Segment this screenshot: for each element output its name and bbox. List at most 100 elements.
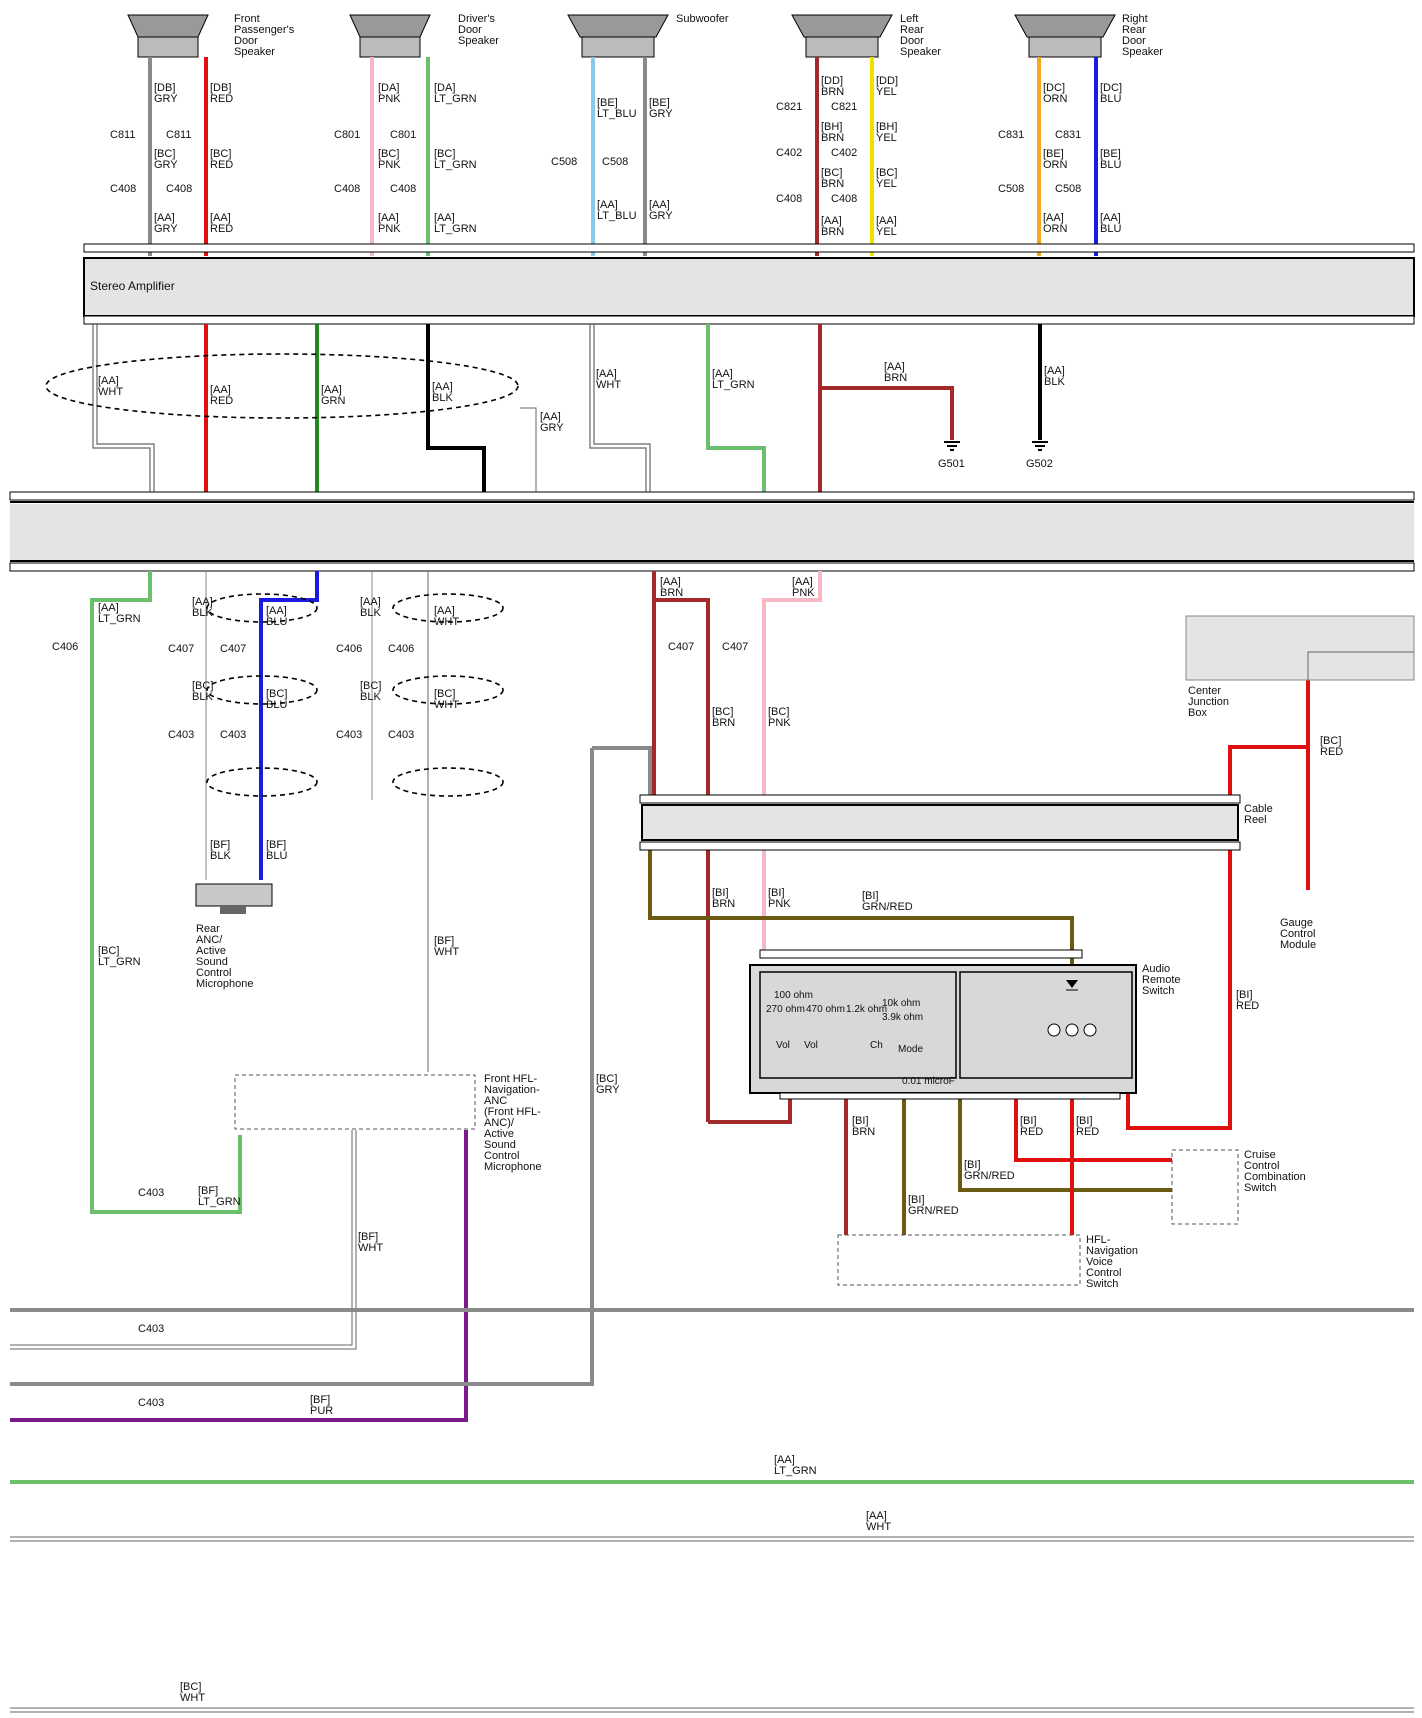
- label: [BC]BRN: [821, 167, 844, 190]
- ground-icon: [944, 441, 960, 451]
- speaker-wires: [148, 57, 1098, 256]
- speaker-left-rear: [791, 14, 893, 58]
- speaker-driver: [349, 14, 431, 58]
- switch-button-label: Mode: [898, 1044, 923, 1055]
- label: [AA]BLU: [1100, 212, 1121, 235]
- switch-resistor-label: 100 ohm: [774, 990, 813, 1001]
- connector-label: C403: [138, 1397, 164, 1409]
- label: [BI]BRN: [712, 887, 735, 910]
- connector-label: C801: [390, 129, 416, 141]
- label: [AA]GRY: [649, 199, 673, 222]
- label: [AA]BLK: [432, 381, 453, 404]
- label: [AA]LT_GRN: [774, 1454, 817, 1477]
- label: [BC]GRY: [596, 1073, 620, 1096]
- connector-label: C407: [220, 643, 246, 655]
- label: [BC]LT_GRN: [434, 148, 477, 171]
- center-junction-box: [1185, 615, 1415, 681]
- connector-label: C821: [776, 101, 802, 113]
- label: [DB]RED: [210, 82, 233, 105]
- speaker-subwoofer: [567, 14, 669, 58]
- connector-label: C801: [334, 129, 360, 141]
- switch-resistor-label: 1.2k ohm: [846, 1004, 887, 1015]
- connector-label: C407: [668, 641, 694, 653]
- switch-resistor-label: 3.9k ohm: [882, 1012, 923, 1023]
- connector-label: C403: [220, 729, 246, 741]
- connector-label: C408: [390, 183, 416, 195]
- label: [BF]WHT: [434, 935, 459, 958]
- connector-label: C407: [722, 641, 748, 653]
- label: [BI]GRN/RED: [964, 1159, 1015, 1182]
- connector-label: C406: [388, 643, 414, 655]
- label: [BC]GRY: [154, 148, 178, 171]
- switch-resistor-label: 10k ohm: [882, 998, 920, 1009]
- speaker-right-rear: [1014, 14, 1116, 58]
- label: [AA]PNK: [378, 212, 401, 235]
- connector-label: C408: [334, 183, 360, 195]
- bus-top-connector: [9, 491, 1415, 501]
- switch-resistor-label: 470 ohm: [806, 1004, 845, 1015]
- label: [BH]YEL: [876, 121, 897, 144]
- label: [BF]BLU: [266, 839, 287, 862]
- switch-diode-icon: [1047, 980, 1097, 1037]
- shield-ellipse: [45, 353, 519, 419]
- connector-label: C403: [388, 729, 414, 741]
- label: [AA]BLK: [192, 596, 213, 619]
- label: [AA]WHT: [98, 375, 123, 398]
- label: [BC]WHT: [180, 1681, 205, 1704]
- speaker-front-passenger: [127, 14, 209, 58]
- connector-label: C508: [602, 156, 628, 168]
- label: [AA]BLK: [360, 596, 381, 619]
- label: [AA]ORN: [1043, 212, 1068, 235]
- stereo-amplifier-box: [83, 257, 1415, 317]
- amp-output-wires: [92, 324, 1042, 492]
- label: [AA]LT_GRN: [98, 602, 141, 625]
- label: [AA]LT_GRN: [434, 212, 477, 235]
- label: [DD]YEL: [876, 75, 898, 98]
- switch-button-label: Vol: [776, 1040, 790, 1051]
- lower-left-wires: [10, 571, 1414, 1713]
- label: [AA]WHT: [596, 368, 621, 391]
- label: [BI]GRN/RED: [862, 890, 913, 913]
- switch-button-label: Ch: [870, 1040, 883, 1051]
- connector-label: C406: [52, 641, 78, 653]
- cable-reel-bottom-connector: [639, 841, 1241, 851]
- label: [DC]BLU: [1100, 82, 1122, 105]
- connector-label: C408: [166, 183, 192, 195]
- label: [BI]RED: [1076, 1115, 1099, 1138]
- label: [BE]GRY: [649, 97, 673, 120]
- connector-label: C508: [551, 156, 577, 168]
- ground-label: G502: [1026, 458, 1053, 470]
- connector-label: C811: [110, 129, 135, 141]
- label: [BC]LT_GRN: [98, 945, 141, 968]
- label: [BC]BLK: [192, 680, 213, 703]
- label: [AA]WHT: [434, 605, 459, 628]
- label: [BI]GRN/RED: [908, 1194, 959, 1217]
- connector-label: C508: [998, 183, 1024, 195]
- label: [BF]LT_GRN: [198, 1185, 241, 1208]
- connector-label: C408: [110, 183, 136, 195]
- connector-label: C403: [168, 729, 194, 741]
- label: [BI]PNK: [768, 887, 791, 910]
- label: [BC]RED: [210, 148, 233, 171]
- front-hfl-mic-label: Front HFL-Navigation-ANC(Front HFL-ANC)/…: [484, 1073, 541, 1173]
- label: [BH]BRN: [821, 121, 844, 144]
- connector-label: C402: [831, 147, 857, 159]
- label: [BI]RED: [1020, 1115, 1043, 1138]
- ground-label: G501: [938, 458, 965, 470]
- switch-capacitor-label: 0.01 microF: [902, 1076, 955, 1087]
- label: [BF]WHT: [358, 1231, 383, 1254]
- hfl-voice-switch-box: [837, 1234, 1081, 1286]
- label: [AA]WHT: [866, 1510, 891, 1533]
- label: [AA]BRN: [660, 576, 683, 599]
- bus-bottom-connector: [9, 562, 1415, 572]
- cable-reel-box: [641, 804, 1239, 841]
- connector-label: C821: [831, 101, 857, 113]
- stereo-amplifier-label: Stereo Amplifier: [90, 279, 175, 293]
- connector-label: C508: [1055, 183, 1081, 195]
- connector-label: C811: [166, 129, 191, 141]
